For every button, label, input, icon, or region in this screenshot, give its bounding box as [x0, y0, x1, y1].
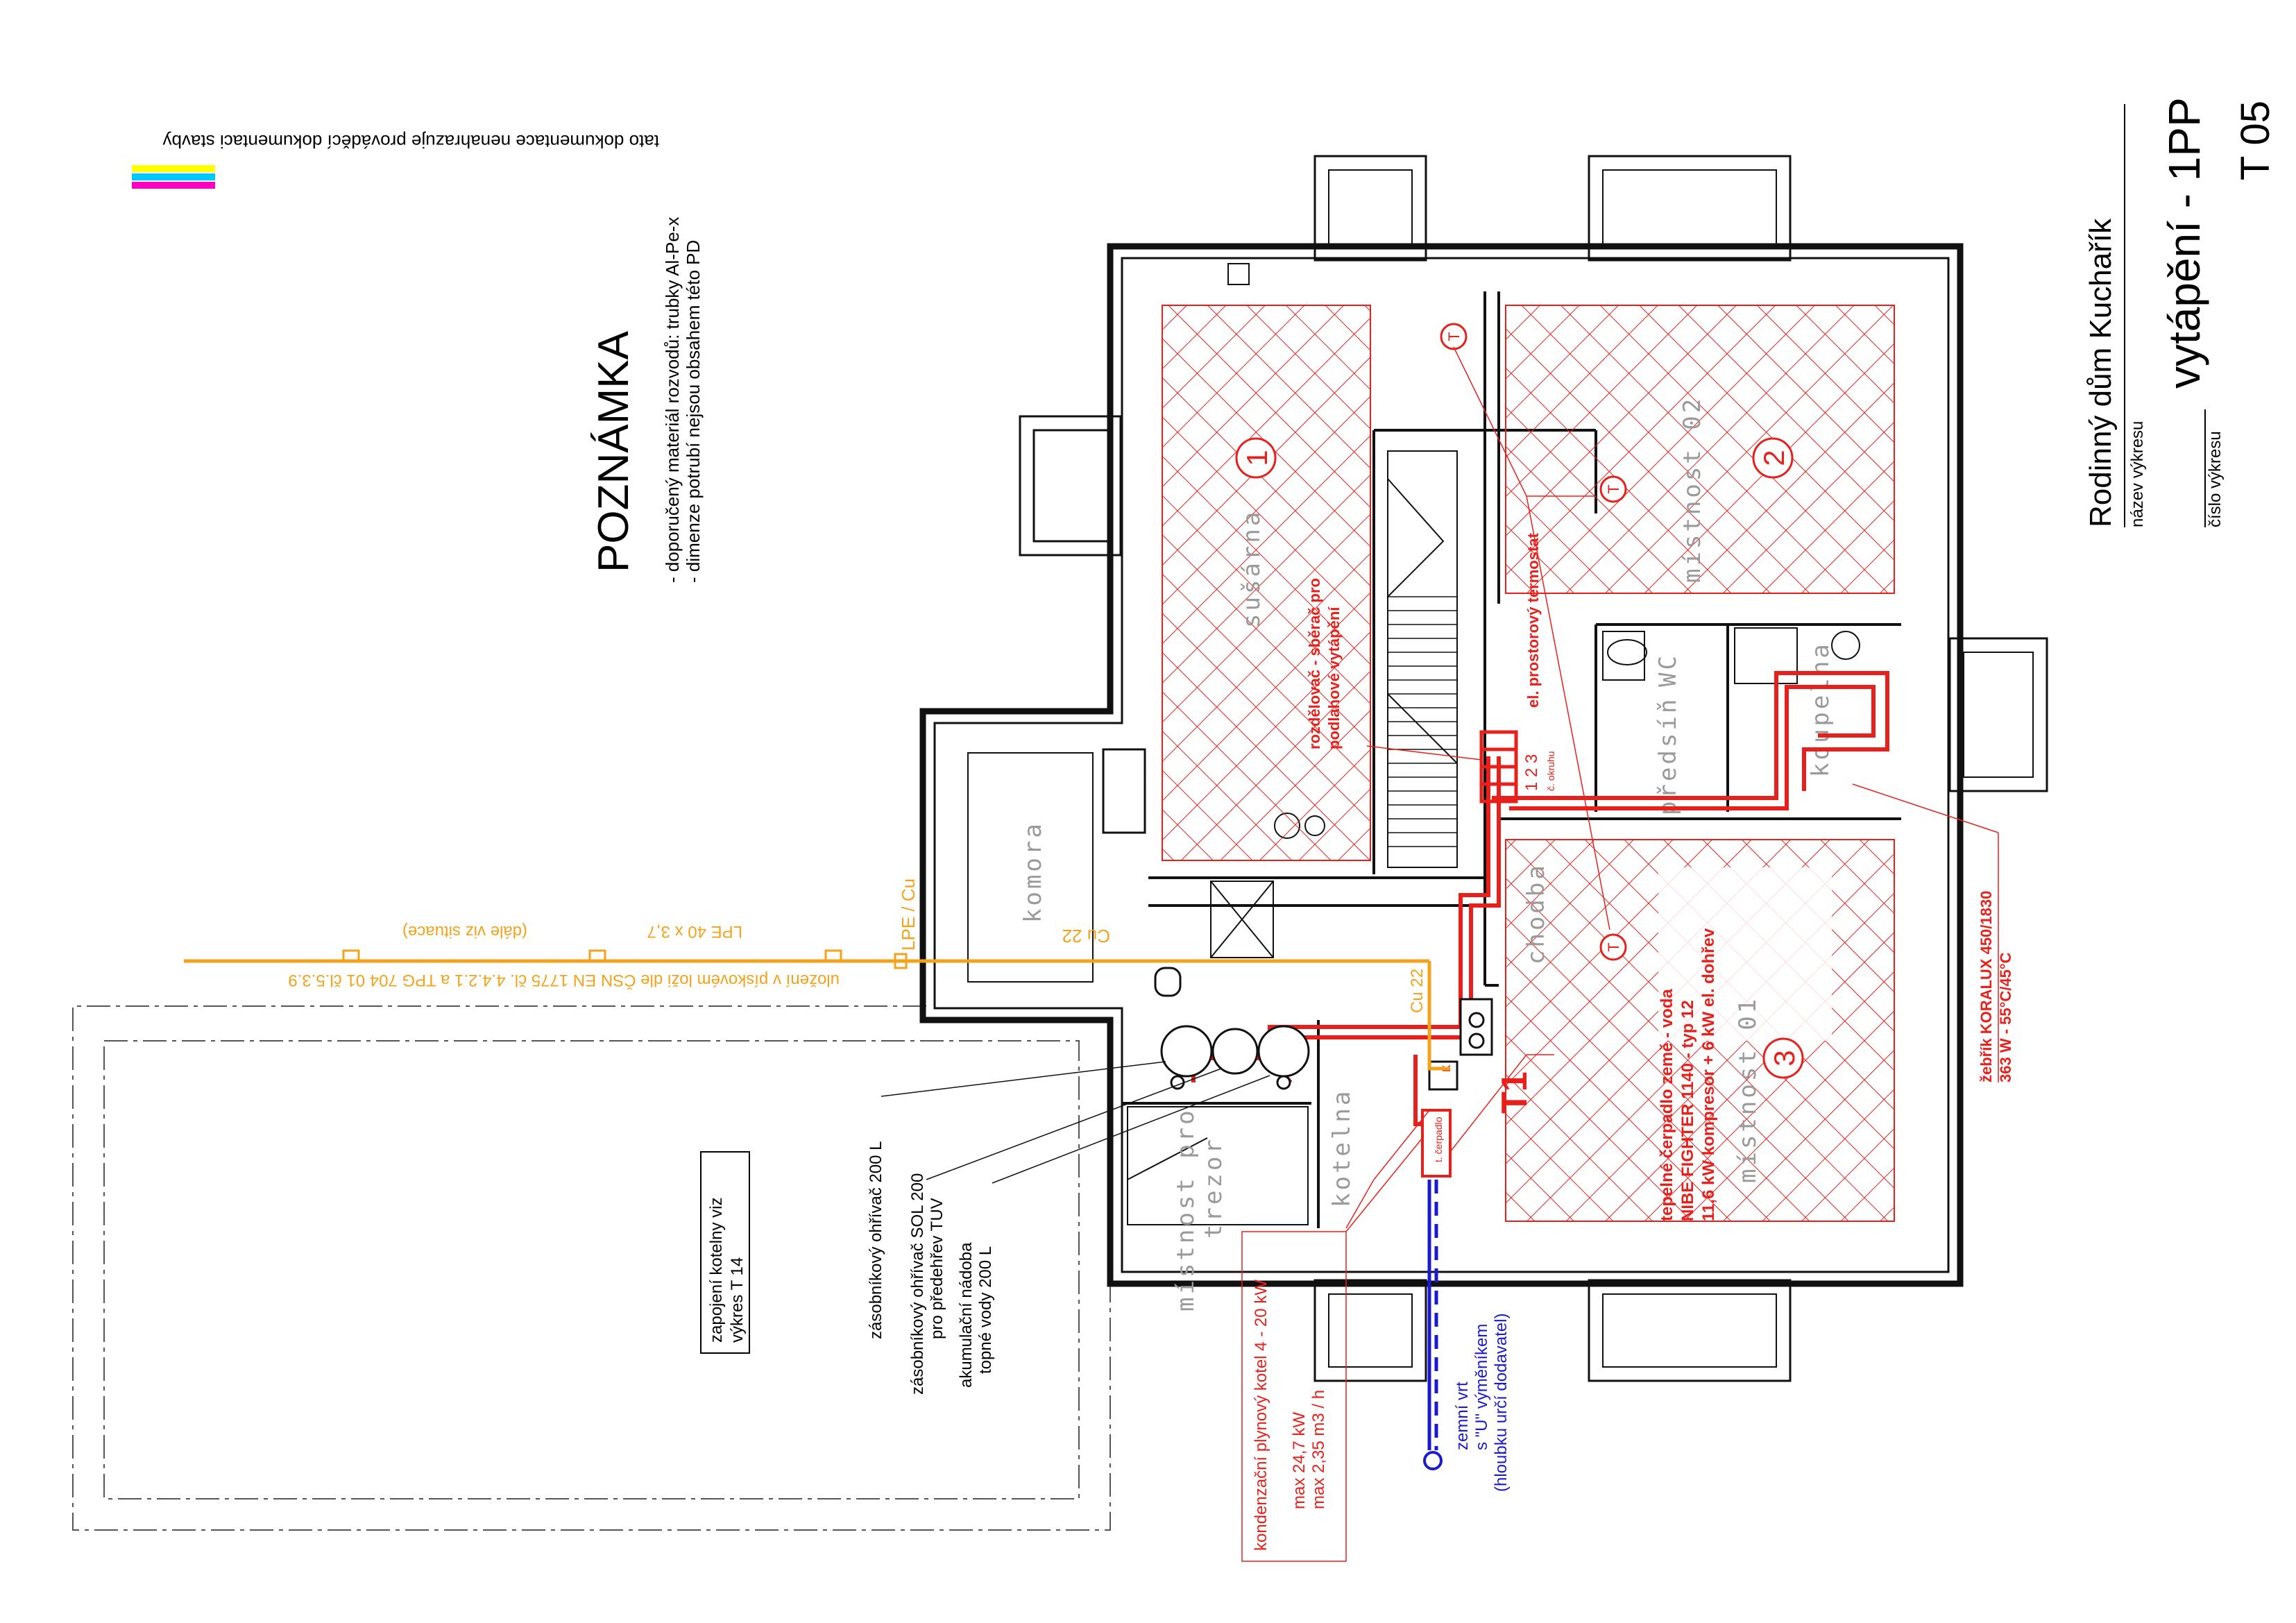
- manifold-label-2: podlahové vytápění: [1325, 606, 1343, 749]
- room-koupelna: koupelna: [1807, 641, 1835, 777]
- thermostat-wiring: [1453, 346, 1610, 931]
- title-block: Rodinný dům Kuchařík název výkresu vytáp…: [2084, 97, 2278, 527]
- heat-pump-unit: [1421, 1109, 1452, 1178]
- manifold-numbers: 1 2 3: [1522, 754, 1541, 791]
- note-block: POZNÁMKA - doporučený materiál rozvodů: …: [590, 217, 704, 583]
- thermostat-symbol-1: T: [1445, 332, 1463, 341]
- thermostat-symbol-2: T: [1605, 484, 1622, 493]
- tank-3-label-a: akumulační nádoba: [957, 1242, 976, 1388]
- gas-line-1: uložení v pískovém loži dle ČSN EN 1775 …: [288, 971, 840, 990]
- room-mistnost-pro: místnost pro: [1172, 1107, 1200, 1311]
- circuit-2-label: 2: [1758, 450, 1790, 466]
- room-trezor: trezor: [1200, 1137, 1227, 1239]
- drawing-number-label: číslo výkresu: [2206, 431, 2225, 527]
- tank-3-label-b: topné vody 200 L: [976, 1246, 995, 1374]
- thermostats: [1440, 323, 1627, 961]
- drawing-name-label: název výkresu: [2128, 421, 2147, 527]
- gas-lpe-label: LPE / Cu: [898, 878, 919, 951]
- boiler-line-2: max 24,7 kW: [1290, 1412, 1309, 1509]
- boiler-line-3: max 2,35 m3 / h: [1309, 1390, 1328, 1509]
- ground-well-line-1: zemní vrt: [1453, 1382, 1472, 1450]
- thermostat-label: el. prostorový termostat: [1524, 532, 1542, 708]
- room-komora: komora: [1019, 821, 1047, 923]
- circuit-3-label: 3: [1768, 1050, 1801, 1066]
- ground-loop: [1423, 1180, 1443, 1470]
- ground-well-line-2: s "U" výměníkem: [1472, 1324, 1491, 1450]
- heating-area-2: [1505, 305, 1895, 594]
- circuit-markers: 1 2 3: [1235, 437, 1804, 1079]
- expansion-vessel-icon: [1154, 967, 1182, 997]
- room-labels: sušárna místnost 02 WC koupelna předsíň …: [1019, 396, 1835, 1311]
- boiler-room-ref-line-1: zapojení kotelny viz: [707, 1198, 726, 1343]
- building-walls: [919, 155, 2048, 1382]
- thermostat-icon-1: [1440, 323, 1468, 350]
- room-chodba: chodba: [1522, 863, 1550, 965]
- thermostat-icon-3: [1599, 933, 1627, 961]
- gas-cu22-label-2: Cu 22: [1408, 969, 1427, 1013]
- room-mistnost-02: místnost 02: [1678, 396, 1706, 583]
- heat-pump-tag: T1: [1495, 1071, 1535, 1114]
- note-line-1: - doporučený materiál rozvodů: trubky Al…: [662, 217, 683, 583]
- floor-heating-areas: [1162, 305, 1895, 1222]
- gas-pipe: [184, 949, 1450, 1071]
- heat-pump-leaders: [1345, 1054, 1554, 1229]
- ladder-line-2: 363 W - 55°C/45°C: [1997, 952, 2014, 1082]
- manifold-label-1: rozdělovač - sběrač pro: [1306, 578, 1323, 749]
- room-predsin: předsíň: [1654, 697, 1682, 815]
- room-kotelna: kotelna: [1328, 1089, 1356, 1207]
- ground-well-line-3: (hloubku určí dodavatel): [1492, 1314, 1511, 1492]
- gas-line-3: (dále viz situace): [402, 922, 527, 941]
- tank-2-icon: [1211, 1028, 1259, 1075]
- heat-pump-unit-label: t. čerpadlo: [1433, 1116, 1444, 1162]
- tank-1-label: zásobníkový ohřívač 200 L: [867, 1141, 885, 1339]
- heat-pump-line-2: NIBE FIGHTER 1140 - typ 12: [1678, 1000, 1697, 1221]
- ladder-line-1: žebřík KORALUX 450/1830: [1978, 891, 1995, 1082]
- gas-line-2: LPE 40 x 3,7: [647, 922, 742, 941]
- note-title: POZNÁMKA: [590, 330, 638, 572]
- note-line-2: - dimenze potrubí nejsou obsahem této PD: [683, 240, 704, 583]
- thermostat-icon-2: [1599, 475, 1627, 503]
- tank-2-label-b: pro předehřev TUV: [928, 1198, 946, 1339]
- room-wc: WC: [1654, 653, 1682, 687]
- disclaimer-text: tato dokumentace nenahrazuje prováděcí d…: [163, 131, 659, 152]
- manifold-sub: č. okruhu: [1545, 751, 1556, 791]
- tank-1-icon: [1160, 1025, 1213, 1078]
- tank-3-icon: [1257, 1025, 1310, 1078]
- heat-pump-line-3: 11,6 kW kompresor + 6 kW el. dohřev: [1699, 928, 1718, 1221]
- color-swatches: [132, 165, 215, 189]
- heat-pump-line-1: tepelné čerpadlo země - voda: [1658, 989, 1676, 1221]
- boiler-room-ref-box: [700, 1151, 750, 1354]
- boiler-annotation-box: [1241, 1231, 1347, 1562]
- drawing-name: vytápění - 1PP: [2159, 97, 2209, 389]
- boiler-line-1: kondenzační plynový kotel 4 - 20 kW: [1252, 1280, 1270, 1551]
- thermostat-symbol-3: T: [1605, 942, 1622, 951]
- circuit-1-label: 1: [1241, 450, 1273, 466]
- gas-cu22-label: Cu 22: [1062, 926, 1110, 946]
- manifold: [1479, 730, 1518, 804]
- project-name: Rodinný dům Kuchařík: [2084, 218, 2118, 527]
- heating-area-1: [1162, 305, 1371, 861]
- tank-2-label-a: zásobníkový ohřívač SOL 200: [908, 1173, 927, 1395]
- site-outline: [72, 1005, 1111, 1531]
- boiler-room-ref-line-2: výkres T 14: [728, 1257, 747, 1343]
- room-susarna: sušárna: [1238, 509, 1266, 628]
- drawing-number: T 05: [2233, 101, 2278, 180]
- room-mistnost-01: místnost 01: [1734, 996, 1762, 1183]
- tank-leaders: [881, 1061, 1270, 1184]
